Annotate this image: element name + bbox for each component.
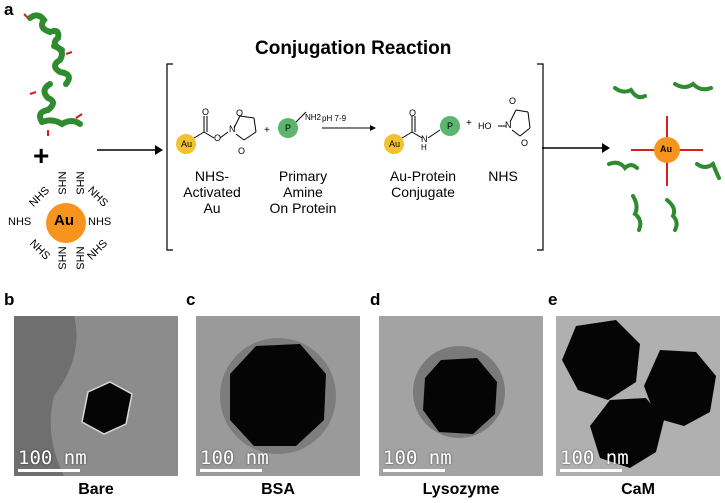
tem-image-bare: 100 nm <box>14 316 178 476</box>
tem-label-bare: Bare <box>78 481 114 498</box>
nh2-label: NH2 <box>305 113 322 122</box>
nhs-label: NHS <box>55 246 68 270</box>
o-label: O <box>509 96 517 106</box>
n-label: N <box>505 120 512 130</box>
p-label: P <box>285 123 292 133</box>
o-label: O <box>236 108 244 118</box>
product-plus: + <box>466 118 472 129</box>
o-label: O <box>238 146 246 156</box>
nhs-label: NHS <box>73 246 86 270</box>
nhs-structure <box>498 109 531 137</box>
n-label: N <box>421 134 428 144</box>
tem-image-cam: 100 nm <box>556 316 720 476</box>
reaction-title: Conjugation Reaction <box>255 38 452 59</box>
scale-bar: 100 nm <box>200 448 269 472</box>
nhs-gold-particle <box>46 203 86 243</box>
reaction-arrow <box>322 125 376 131</box>
nhs-label: NHS <box>55 171 68 195</box>
protein-structure-image <box>23 12 83 136</box>
tem-image-lysozyme: 100 nm <box>379 316 543 476</box>
caption-primary-amine: Primary Amine On Protein <box>269 168 337 216</box>
ho-label: HO <box>478 121 492 131</box>
panel-c-letter: c <box>186 290 196 309</box>
tem-label-cam: CaM <box>621 481 655 498</box>
output-arrow <box>542 143 610 153</box>
caption-nhs-activated-au: NHS- Activated Au <box>183 168 241 216</box>
tem-image-bsa: 100 nm <box>196 316 360 476</box>
au-small-label: Au <box>389 139 401 149</box>
o-label: O <box>214 133 222 143</box>
caption-au-protein-conjugate: Au-Protein Conjugate <box>389 168 457 200</box>
reaction-condition: pH 7-9 <box>322 114 347 123</box>
panel-b-letter: b <box>4 290 15 309</box>
p-label: P <box>447 121 454 131</box>
conjugate-au-label: Au <box>660 144 672 154</box>
au-protein-conjugate-structure <box>384 116 460 154</box>
reaction-bracket <box>166 63 544 251</box>
h-label: H <box>421 143 427 152</box>
plus-sign: + <box>33 140 50 171</box>
tem-label-lysozyme: Lysozyme <box>422 481 500 498</box>
au-particle-label: Au <box>54 212 74 229</box>
panel-e-letter: e <box>548 290 558 309</box>
nhs-activated-au-structure <box>176 115 257 154</box>
n-label: N <box>229 124 236 134</box>
au-small-label: Au <box>181 139 193 149</box>
primary-amine-structure <box>278 111 307 138</box>
nhs-label: NHS <box>73 171 86 195</box>
scale-bar: 100 nm <box>18 448 87 472</box>
reactant-plus: + <box>264 125 270 136</box>
conjugated-nanoparticle-image <box>607 81 721 232</box>
nhs-label: NHS <box>8 216 32 228</box>
tem-label-bsa: BSA <box>261 481 295 498</box>
panel-a-letter: a <box>4 0 14 19</box>
o-label: O <box>409 108 417 118</box>
input-arrow <box>97 145 163 155</box>
panel-d-letter: d <box>370 290 381 309</box>
caption-nhs: NHS <box>488 168 518 184</box>
o-label: O <box>521 138 529 148</box>
nhs-label: NHS <box>88 216 112 228</box>
scale-bar: 100 nm <box>383 448 452 472</box>
o-label: O <box>202 107 210 117</box>
scale-bar: 100 nm <box>560 448 629 472</box>
